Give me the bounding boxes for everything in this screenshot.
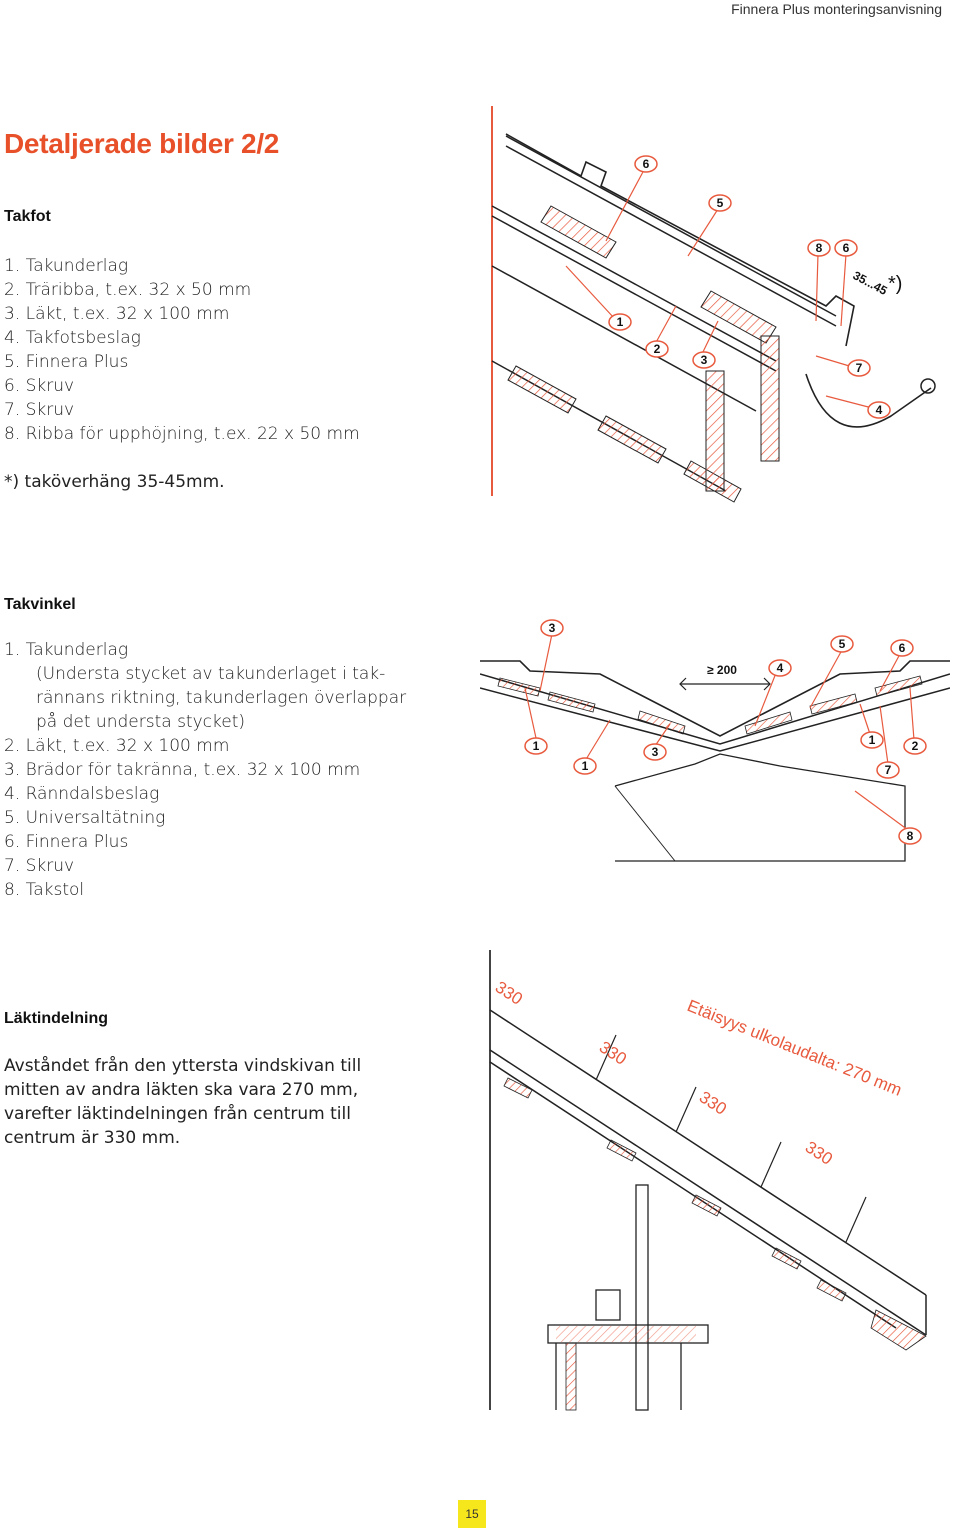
callout-label: 1 (533, 739, 540, 753)
list-item: 5. Universaltätning (4, 808, 166, 828)
callout-label: 5 (839, 637, 846, 651)
list-item: 1. Takunderlag (4, 640, 129, 660)
callout-label: 6 (899, 641, 906, 655)
callout-label: 3 (549, 621, 556, 635)
overhang-note: *) taköverhäng 35-45mm. (4, 472, 225, 492)
callout-label: 7 (885, 763, 892, 777)
list-item: 6. Skruv (4, 376, 75, 396)
spacing-label: 330 (696, 1087, 730, 1118)
callout-label: 6 (643, 157, 650, 171)
callout-label: 4 (876, 403, 883, 417)
list-item-detail: (Understa stycket av takunderlaget i tak… (36, 664, 386, 684)
callout-label: 1 (617, 315, 624, 329)
edge-distance-annotation: Etäisyys ulkolaudalta: 270 mm (685, 996, 905, 1100)
callout-label: 5 (717, 196, 724, 210)
callout-label: 3 (652, 745, 659, 759)
list-item: 4. Takfotsbeslag (4, 328, 141, 348)
page-title: Detaljerade bilder 2/2 (4, 128, 280, 159)
laktindelning-paragraph: Avståndet från den yttersta vindskivan t… (4, 1056, 362, 1148)
callout-label: 1 (582, 759, 589, 773)
callout-label: 4 (777, 661, 784, 675)
takfot-parts-list: 1. Takunderlag 2. Träribba, t.ex. 32 x 5… (4, 254, 360, 446)
list-item: 3. Brädor för takränna, t.ex. 32 x 100 m… (4, 760, 361, 780)
page-number: 15 (458, 1500, 486, 1528)
callout-label: 3 (701, 353, 708, 367)
callout-label: 8 (907, 829, 914, 843)
callout-label: 7 (856, 361, 863, 375)
list-item: 2. Träribba, t.ex. 32 x 50 mm (4, 280, 252, 300)
overhang-star-note: *) (888, 273, 902, 295)
list-item: 7. Skruv (4, 400, 75, 420)
valley-dimension: ≥ 200 (707, 663, 737, 677)
list-item: 1. Takunderlag (4, 256, 129, 276)
list-item-detail: rännans riktning, takunderlagen överlapp… (36, 688, 407, 708)
section-heading-takfot: Takfot (4, 208, 51, 225)
list-item: 7. Skruv (4, 856, 75, 876)
callout-label: 1 (869, 733, 876, 747)
section-heading-takvinkel: Takvinkel (4, 596, 76, 613)
callout-label: 6 (843, 241, 850, 255)
list-item-detail: på det understa stycket) (36, 712, 245, 732)
takvinkel-parts-list: 1. Takunderlag (Understa stycket av taku… (4, 638, 406, 902)
list-item: 8. Takstol (4, 880, 85, 900)
list-item: 6. Finnera Plus (4, 832, 129, 852)
list-item: 2. Läkt, t.ex. 32 x 100 mm (4, 736, 230, 756)
list-item: 4. Ränndalsbeslag (4, 784, 160, 804)
callout-label: 2 (654, 342, 661, 356)
list-item: 5. Finnera Plus (4, 352, 129, 372)
spacing-label: 330 (596, 1037, 630, 1068)
takfot-diagram: 6 5 8 6 1 2 3 7 4 35...45 *) (486, 106, 936, 506)
callout-label: 8 (816, 241, 823, 255)
list-item: 3. Läkt, t.ex. 32 x 100 mm (4, 304, 230, 324)
spacing-label: 330 (802, 1137, 836, 1168)
running-header: Finnera Plus monteringsanvisning (731, 1, 942, 17)
laktindelning-diagram: 330 330 330 330 Etäisyys ulkolaudalta: 2… (486, 950, 946, 1415)
spacing-label: 330 (492, 977, 526, 1008)
list-item: 8. Ribba för upphöjning, t.ex. 22 x 50 m… (4, 424, 360, 444)
callout-label: 2 (912, 739, 919, 753)
overhang-dimension: 35...45 (851, 268, 890, 298)
takvinkel-diagram: ≥ 200 3 (480, 616, 950, 866)
section-heading-laktindelning: Läktindelning (4, 1010, 108, 1027)
